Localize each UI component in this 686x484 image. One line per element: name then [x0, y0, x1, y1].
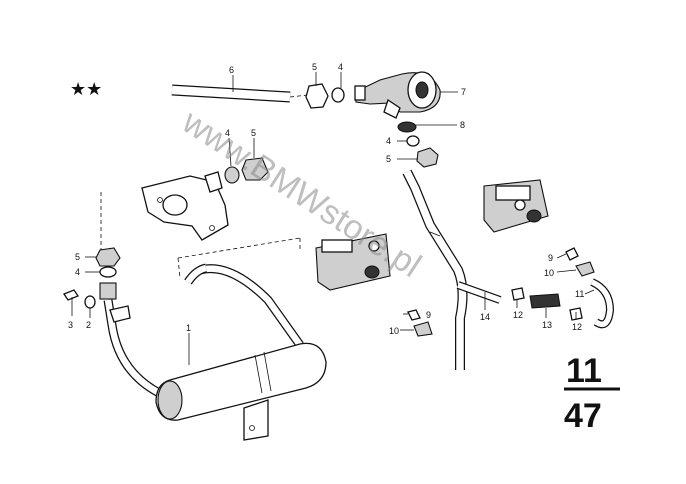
callout-4: 4 [75, 267, 80, 277]
callout-11: 11 [575, 289, 584, 299]
fittings-8-4-5 [397, 121, 439, 168]
throttle-housing-right [483, 179, 549, 233]
callout-7: 7 [461, 87, 466, 97]
callout-4: 4 [386, 136, 391, 146]
callout-13: 13 [542, 320, 552, 330]
star-markers: ★★ [70, 79, 102, 100]
valve-7 [354, 71, 441, 119]
callout-4: 4 [338, 62, 343, 72]
callout-9: 9 [426, 310, 431, 320]
nut-5-top [305, 83, 345, 109]
canister-1 [155, 342, 327, 441]
callout-2: 2 [86, 320, 91, 330]
callout-5: 5 [386, 154, 391, 164]
callout-10: 10 [389, 326, 399, 336]
callout-5: 5 [312, 62, 317, 72]
callout-5: 5 [75, 252, 80, 262]
callout-8: 8 [460, 120, 465, 130]
callout-numbers: 6 5 4 7 8 4 5 4 5 5 4 3 2 1 9 10 14 12 1… [68, 62, 584, 336]
intake-flange [141, 157, 269, 241]
canister-pipe [103, 263, 304, 405]
callout-10: 10 [544, 268, 554, 278]
left-fittings [63, 247, 121, 318]
group-number-top: 11 [566, 352, 602, 390]
callout-6: 6 [229, 65, 234, 75]
group-number-bottom: 47 [564, 397, 602, 435]
leader-lines [85, 72, 595, 365]
callout-1: 1 [186, 323, 191, 333]
callout-9: 9 [548, 253, 553, 263]
callout-3: 3 [68, 320, 73, 330]
throttle-housing-left [315, 233, 391, 291]
hose-left [96, 82, 169, 255]
callout-4: 4 [225, 128, 230, 138]
group-number: 11 47 [564, 352, 620, 435]
hose-14 [402, 169, 502, 370]
callout-12: 12 [513, 310, 523, 320]
hose-6 [171, 84, 309, 103]
callout-12: 12 [572, 322, 582, 332]
right-fittings [407, 247, 615, 337]
callout-14: 14 [480, 312, 490, 322]
callout-5: 5 [251, 128, 256, 138]
